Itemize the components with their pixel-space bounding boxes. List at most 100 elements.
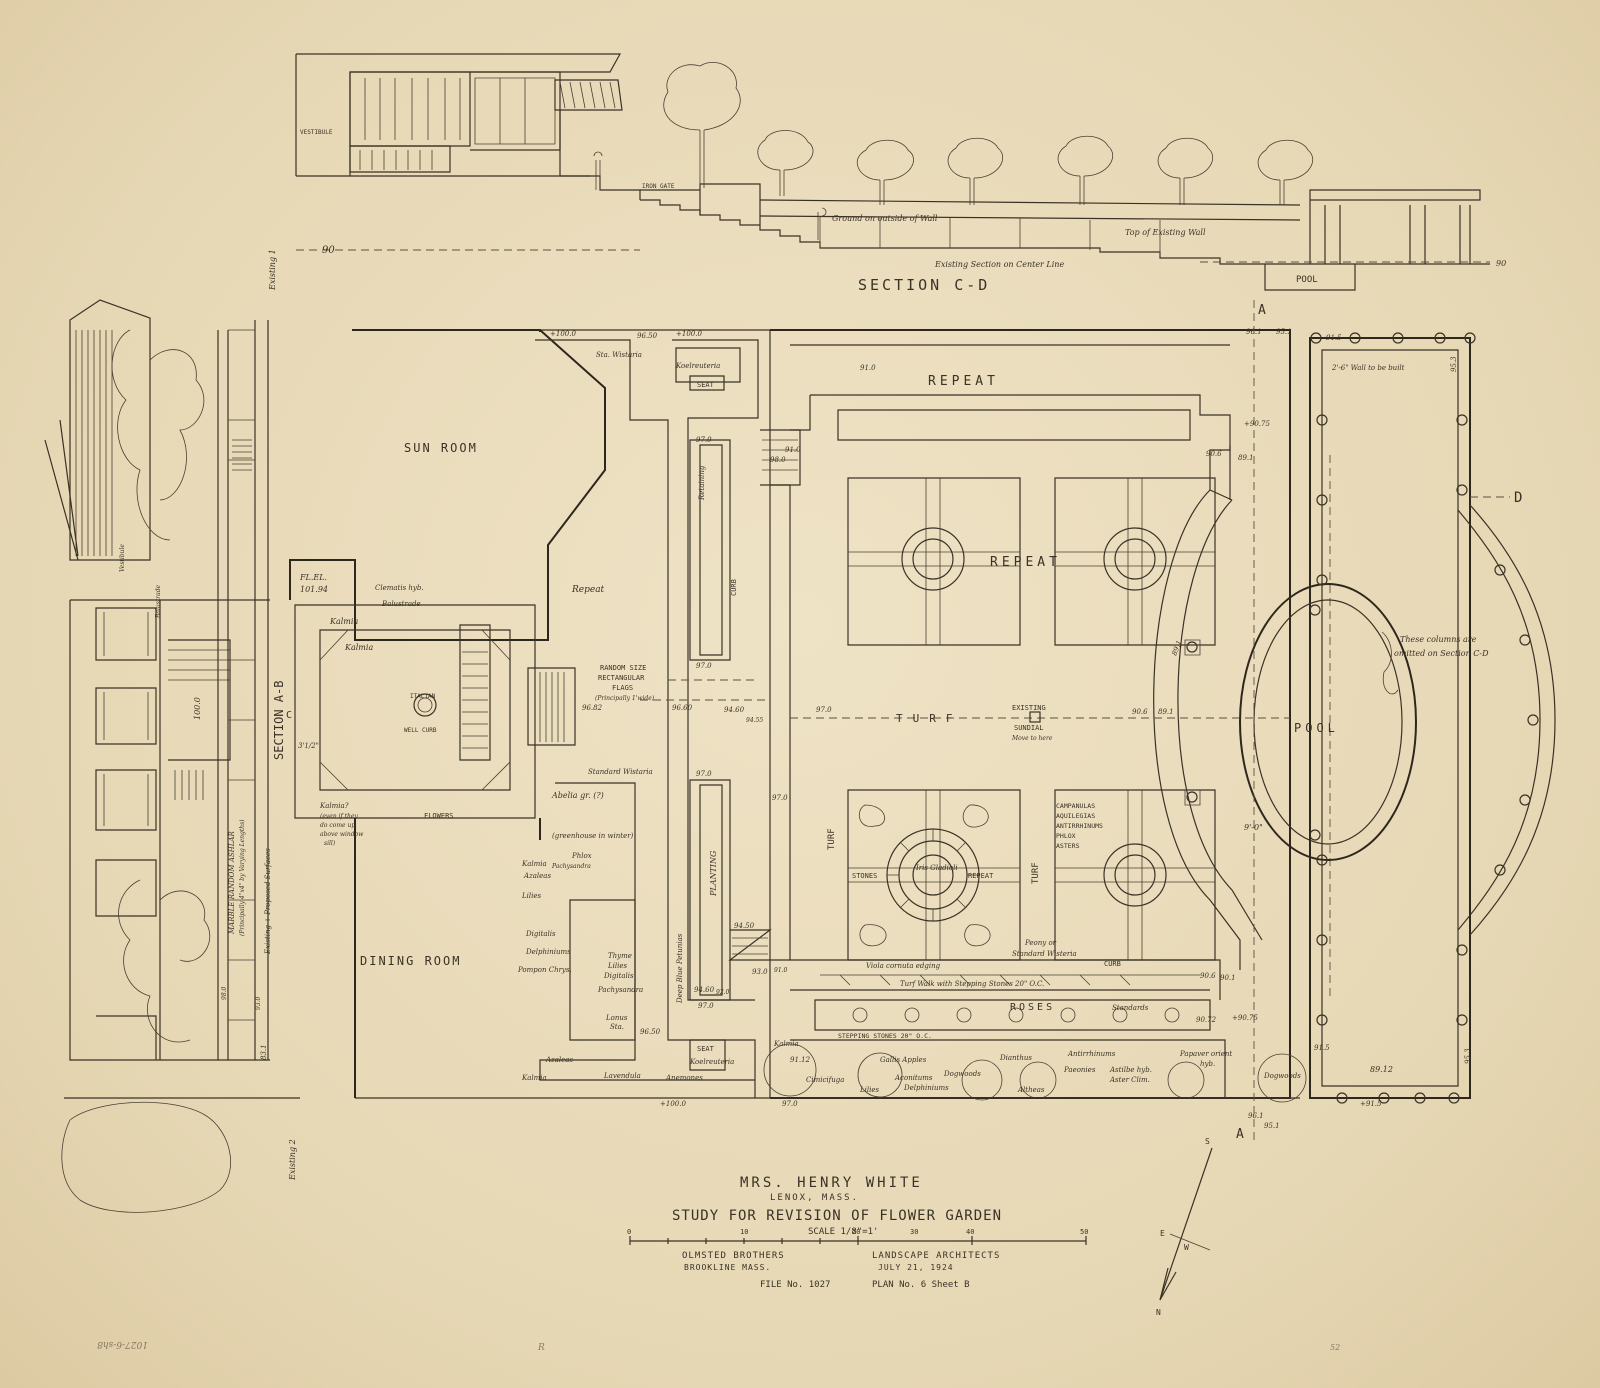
e90-72: 90.72 [1196,1016,1217,1024]
curb-v-label: CURB [730,579,738,596]
firm-name: OLMSTED BROTHERS [682,1251,785,1261]
plan-number: PLAN No. 6 Sheet B [872,1280,970,1290]
vestibule-label: VESTIBULE [300,129,333,136]
stepping-stones: STEPPING STONES 20" O.C. [838,1032,932,1040]
asters: ASTERS [1056,842,1080,850]
e97-0-c: 97.0 [696,770,712,778]
dining-room-label: DINING ROOM [360,954,461,968]
existing-sundial: EXISTING [1012,704,1046,712]
marble-note: MARBLE RANDOM ASHLAR [228,831,236,935]
firm-role: LANDSCAPE ARCHITECTS [872,1251,1000,1261]
aster-clim: Aster Clim. [1109,1076,1150,1084]
phlox-caps: PHLOX [1056,832,1076,840]
e96-60: 96.60 [672,704,693,712]
balustrade-plan-label: Balustrade [381,600,421,608]
turf-v1: TURF [827,828,837,850]
seat-2: SEAT [697,1045,715,1053]
existing-bottom-label: Existing 2 [288,1139,297,1181]
kalmia-1: Kalmia [329,617,358,626]
e97-0-a: 97.0 [696,436,712,444]
lilies-2: Lilies [607,962,628,970]
iris-gladioli: Iris Gladioli [915,864,958,872]
scale-tick-0: 0 [627,1228,631,1236]
kalmia-2: Kalmia [344,643,373,652]
margin-note-mid: R [537,1343,545,1353]
surface-note: Existing + Proposed Surfaces [264,848,272,955]
e96-50-b: 96.50 [640,1028,661,1036]
section-cd: VESTIBULE IRON GATE Ground on outside of… [295,53,1506,294]
anemones: Anemones [665,1074,703,1082]
e98-0: 98.0 [770,456,786,464]
scale-tick-40: 40 [966,1228,974,1236]
kalmia-4: Kalmia [521,1074,547,1082]
e89-1-b: 89.1 [1238,454,1254,462]
compass-n: N [1156,1308,1161,1317]
gallis-apples: Gallis Apples [880,1056,927,1064]
viola-label: Viola cornuta edging [866,962,941,970]
turf-v2: TURF [1031,862,1041,884]
columns-note-2: omitted on Section C-D [1394,649,1489,658]
e90-75-b: +90.75 [1232,1014,1258,1022]
azaleas-2: Azaleas [545,1056,573,1064]
e95-3: 95.3 [1464,1048,1472,1064]
e94-60-c: 94.60 [694,986,715,994]
thyme: Thyme [608,952,632,960]
c-marker: C [286,710,292,721]
seat-1: SEAT [697,381,715,389]
pool-court: POOL These columns are omitted on Sectio… [1196,328,1556,1108]
aconitums: Aconitums [894,1074,933,1082]
e89-12: 89.12 [1370,1065,1393,1074]
delphiniums-2: Delphiniums [903,1084,949,1092]
e91-0-a: 91.0 [785,446,801,454]
compass-e: E [1160,1229,1165,1238]
standard-wistaria: Standard Wistaria [588,768,653,776]
repeat-note: REPEAT [968,872,994,880]
repeat-top: REPEAT [928,374,999,389]
paeonies: Paeonies [1063,1066,1096,1074]
ground-note: Ground on outside of Wall [832,214,938,223]
e97-0-b: 97.0 [696,662,712,670]
e91-0-b: 91.0 [860,364,876,372]
aquilegias: AQUILEGIAS [1056,812,1095,820]
iron-gate-label: IRON GATE [642,183,675,190]
e100-bottom: +100.0 [660,1100,686,1108]
sundial-note: Move to here [1011,735,1053,742]
drawing-scale: SCALE 1/8"=1' [808,1227,878,1237]
clematis-label: Clematis hyb. [375,584,424,592]
lilies-3: Lilies [859,1086,880,1094]
south-boundary: +100.0 97.0 96.1 95.1 A A D C [286,300,1522,1142]
wellcurb-label: WELL CURB [404,727,437,734]
e91-12: 91.12 [790,1056,811,1064]
flel-label: FL.EL. [299,573,327,582]
e90-1: 90.1 [1220,974,1236,982]
columns-note: These columns are [1400,635,1477,644]
marble-note-2: (Principally 4"x4" by Varying Lengths) [239,819,246,936]
e91-0-c: 91.0 [774,967,788,974]
phlox: Phlox [571,852,592,860]
e92-0: 92.0 [716,989,730,996]
e96-50: 96.50 [637,332,658,340]
repeat-mid: REPEAT [990,555,1061,570]
e89-1-d: 89.1 [1170,639,1183,656]
sundial-label: SUNDIAL [1014,724,1044,732]
house-plan: SUN ROOM DINING ROOM ITALIAN WELL CURB F… [289,329,606,1098]
balustrade-ab-label: Balustrade [155,584,162,619]
ab-elev-2: 93.0 [255,996,262,1010]
drawing-title: STUDY FOR REVISION OF FLOWER GARDEN [672,1208,1002,1224]
wall-note: 2'-6" Wall to be built [1331,364,1405,372]
e90-6-c: 90.6 [1200,972,1216,980]
vestibule-ab-label: Vestibule [119,544,126,572]
file-number: FILE No. 1027 [760,1280,830,1290]
azaleas-1: Azaleas [523,872,551,880]
e94-50: 94.50 [734,922,755,930]
antirrhinums: ANTIRRHINUMS [1056,822,1103,830]
stones-label: STONES [852,872,877,880]
astilbe: Astilbe hyb. [1109,1066,1152,1074]
retaining-label: Retaining [698,465,706,501]
e94-55: 94.55 [746,717,763,724]
scale-tick-50: 50 [1080,1228,1088,1236]
campanulas: CAMPANULAS [1056,802,1095,810]
greenhouse: (greenhouse in winter) [552,832,634,840]
section-cd-title: SECTION C-D [858,276,990,294]
